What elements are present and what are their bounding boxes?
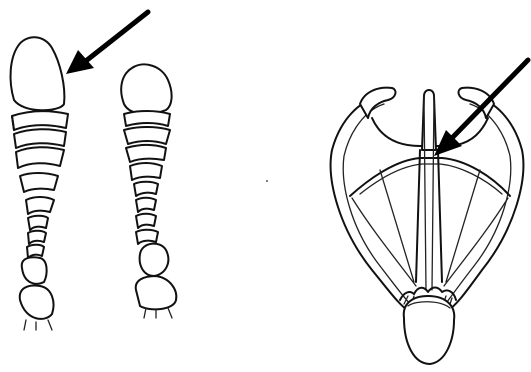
antenna-left-segment: [20, 173, 58, 192]
antenna-left-segment: [26, 197, 54, 214]
antenna-right-segment: [136, 230, 158, 244]
antenna-left-segment: [28, 216, 48, 230]
top-left-hook: [360, 88, 395, 118]
arrow-2: [434, 60, 528, 156]
stray-dot: [266, 180, 268, 182]
antenna-right-segment: [130, 163, 162, 180]
antenna-left-segment: [28, 231, 46, 244]
antenna-right-segment: [134, 182, 158, 196]
antenna-left-club: [11, 37, 65, 110]
genital-structure: [331, 88, 524, 364]
antenna-left-scape: [20, 286, 54, 319]
antenna-right-segment: [126, 145, 166, 162]
antenna-right-pedicel: [140, 244, 169, 276]
antenna-left: [11, 37, 68, 330]
antenna-right-segment: [136, 214, 156, 228]
antenna-right-segment: [136, 198, 156, 212]
antenna-right-club: [121, 64, 171, 114]
antenna-left-segment: [12, 111, 68, 130]
arrow-1: [66, 12, 148, 74]
antenna-right: [121, 64, 176, 318]
antenna-left-segment: [27, 245, 44, 258]
antenna-left-pedicel: [22, 257, 47, 283]
antenna-right-segment: [124, 111, 170, 126]
antenna-right-scape: [136, 276, 177, 309]
median-shaft: [416, 150, 442, 282]
antenna-left-segment: [14, 129, 66, 148]
arrow-1-head: [66, 50, 94, 74]
antenna-left-segment: [16, 147, 64, 168]
outer-left-arm: [331, 98, 410, 312]
antenna-right-segment: [124, 127, 170, 144]
